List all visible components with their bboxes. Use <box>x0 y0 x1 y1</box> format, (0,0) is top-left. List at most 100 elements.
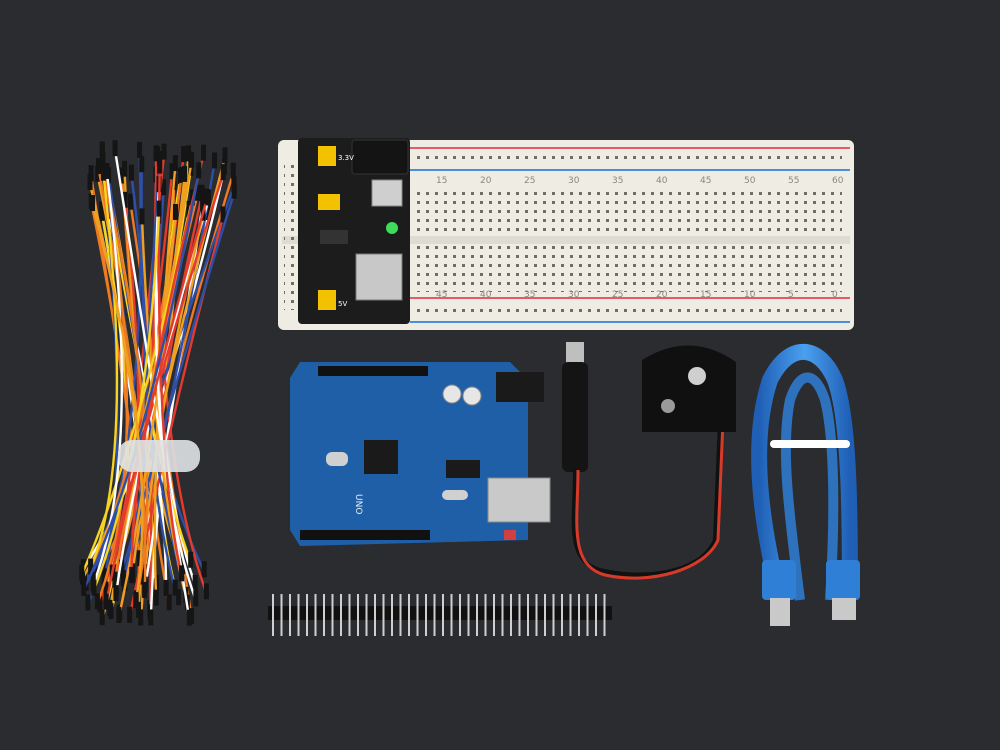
wire-pin-end <box>137 550 143 567</box>
cable-loop-outer <box>751 343 858 602</box>
jumper-wire <box>92 172 124 586</box>
header-pin <box>484 594 487 636</box>
wire-pin-end <box>103 581 109 598</box>
wire-pin-end <box>161 143 167 160</box>
header-pin <box>399 594 402 636</box>
header-plastic <box>268 606 612 620</box>
crystal <box>326 452 348 466</box>
male-pin-header-strip <box>268 594 612 636</box>
wire-pin-end <box>101 568 107 585</box>
jumper-wire <box>114 199 210 596</box>
wire-pin-end <box>148 609 154 626</box>
header-pins <box>272 594 606 636</box>
wire-pin-end <box>169 163 175 180</box>
wire-pin-end <box>179 166 185 183</box>
header-pin <box>595 594 597 636</box>
top-rail-holes <box>412 152 842 162</box>
header-pin <box>535 594 538 636</box>
plug-wire-red <box>575 419 725 580</box>
wire-pin-end <box>222 147 228 164</box>
wire-tie-band <box>118 440 200 472</box>
wire-pin-end <box>122 160 128 177</box>
breadboard-number: 20 <box>480 176 492 186</box>
header-pin <box>476 594 478 636</box>
dc-jack <box>351 139 409 175</box>
wire-pin-end <box>205 204 211 221</box>
header-pin <box>578 594 580 636</box>
digital-header <box>318 366 428 376</box>
jumper-wire <box>98 173 174 607</box>
clip-terminal-1 <box>688 367 706 385</box>
usb-connector-2 <box>826 560 860 600</box>
wire-pin-end <box>142 581 148 598</box>
wire-pin-end <box>201 561 207 578</box>
breadboard-number: 40 <box>656 176 668 186</box>
header-pin <box>306 594 308 636</box>
bottom-rail-holes <box>412 303 842 313</box>
wire-pin-end <box>193 590 199 607</box>
uno-pcb <box>290 362 528 546</box>
wire-pin-end <box>212 152 218 169</box>
wire-pin-end <box>94 593 100 610</box>
wire-pin-end <box>176 589 182 606</box>
jumper-wire <box>130 154 205 578</box>
wire-pin-end <box>192 574 198 591</box>
jumper-wire <box>89 174 119 570</box>
wire-pin-end <box>173 203 179 220</box>
breadboard-number: 25 <box>524 176 535 186</box>
breadboard-number: 60 <box>832 176 844 186</box>
header-pin <box>450 594 453 636</box>
wire-pin-end <box>107 599 113 616</box>
breadboard-number: 45 <box>700 176 711 186</box>
left-edge-holes <box>284 160 302 310</box>
header-pin <box>297 594 300 636</box>
label-5v: 5V <box>338 300 347 308</box>
header-pin <box>561 594 563 636</box>
header-pin <box>569 594 572 636</box>
breadboard-number: 20 <box>656 290 668 300</box>
breadboard-number: 30 <box>568 176 580 186</box>
wire-pin-end <box>153 589 159 606</box>
header-pin <box>425 594 427 636</box>
wire-pin-end <box>186 609 192 626</box>
clip-body <box>642 345 736 432</box>
analog-header <box>300 530 430 540</box>
clip-terminal-2 <box>661 399 675 413</box>
breadboard-number: 40 <box>480 290 492 300</box>
header-pin <box>527 594 529 636</box>
wire-pin-end <box>127 606 133 623</box>
wire-pin-end <box>90 195 96 212</box>
jumper-wire <box>82 172 200 591</box>
wire-pin-end <box>133 592 139 609</box>
jumper-middle <box>318 194 340 210</box>
wire-pin-end <box>172 579 178 596</box>
wire-pin-end <box>157 157 163 174</box>
wire-pin-end <box>91 579 97 596</box>
wire-pin-end <box>200 194 206 211</box>
wire-pin-end <box>129 567 135 584</box>
header-pin <box>331 594 334 636</box>
header-pin <box>416 594 419 636</box>
wire-pin-end <box>128 164 134 181</box>
upper-terminal-holes <box>412 188 842 234</box>
header-pin <box>272 594 274 636</box>
wire-pin-end <box>220 206 226 223</box>
wire-pin-end <box>128 193 134 210</box>
9v-battery-clip <box>642 345 736 432</box>
wire-pin-end <box>104 162 110 179</box>
wire-pin-end <box>97 596 103 613</box>
wire-pin-end <box>112 140 118 157</box>
header-pin <box>348 594 351 636</box>
capacitor-2 <box>462 386 482 406</box>
wire-pin-end <box>156 200 162 217</box>
wire-pin-end <box>199 184 205 201</box>
breadboard-number: 5 <box>788 290 794 300</box>
header-pin <box>552 594 555 636</box>
breadboard-number: 0 <box>832 290 838 300</box>
wire-pin-end <box>116 606 122 623</box>
dc-barrel-plug <box>562 342 725 580</box>
crystal-2 <box>442 490 468 500</box>
